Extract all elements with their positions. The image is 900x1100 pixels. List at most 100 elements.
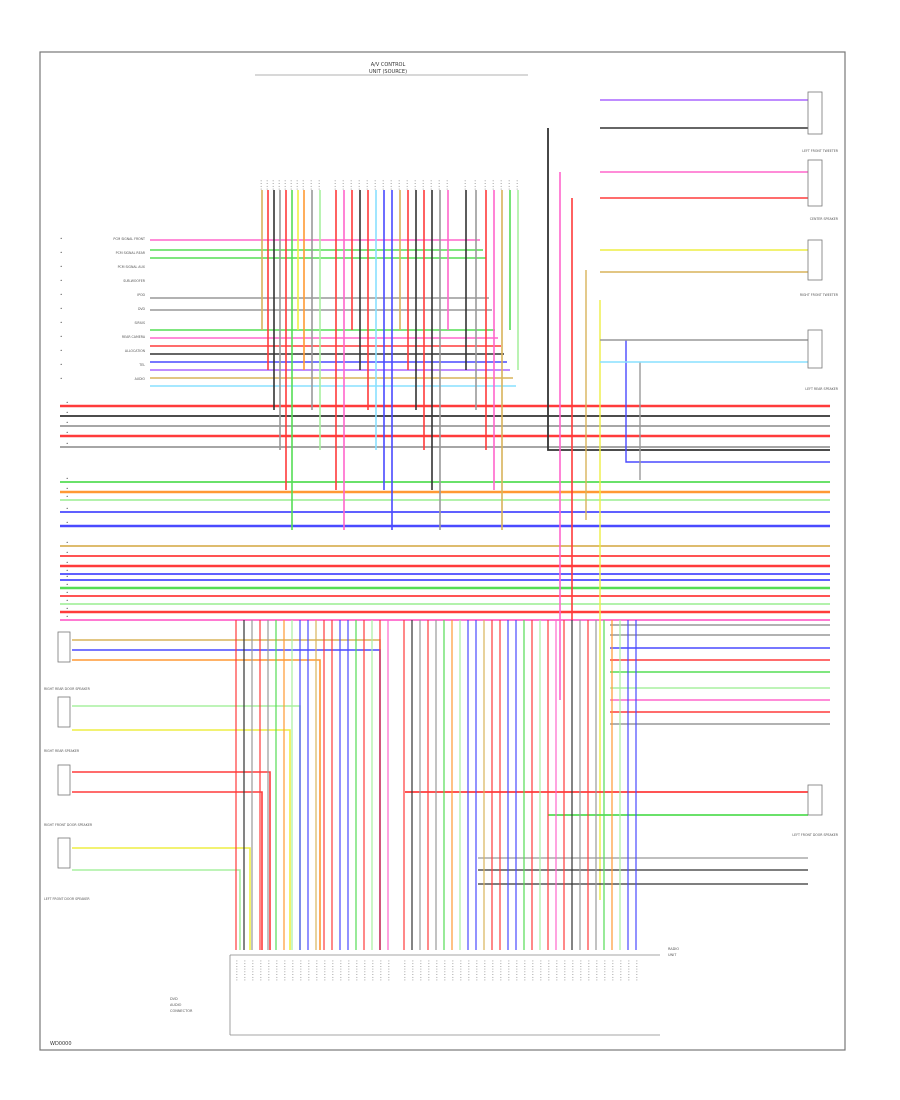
pin-label: • • • • • • • •: [427, 960, 431, 981]
diagram-border: [39, 51, 846, 1051]
pin-dot: •: [66, 430, 68, 435]
pin-label: • • • • • • • •: [283, 960, 287, 981]
pin-label: • • • • • • • •: [275, 960, 279, 981]
pin-label: • • • •: [365, 180, 369, 190]
pin-label: • • • •: [507, 180, 511, 190]
pin-label: • • • •: [429, 180, 433, 190]
pin-label: • • • •: [473, 180, 477, 190]
pin-label: • • • • • • • •: [539, 960, 543, 981]
pin-label: • • • •: [265, 180, 269, 190]
left-block-label: •: [60, 250, 62, 255]
wire-group: [60, 74, 830, 1036]
pin-label: • • • • • • • •: [571, 960, 575, 981]
pin-label: • • • • • • • •: [491, 960, 495, 981]
left-block-name: SIRIUS: [135, 321, 145, 325]
pin-label: • • • •: [491, 180, 495, 190]
pin-label: • • • • • • • •: [243, 960, 247, 981]
pin-label: • • • •: [413, 180, 417, 190]
pin-label: • • • • • • • •: [411, 960, 415, 981]
connector-caption: UNIT: [668, 953, 677, 957]
pin-label: • • • • • • • •: [315, 960, 319, 981]
left-block-label: •: [60, 334, 62, 339]
pin-label: • • • • • • • •: [299, 960, 303, 981]
pin-label: • • • • • • • •: [475, 960, 479, 981]
pin-label: • • • • • • • •: [459, 960, 463, 981]
left-block-label: •: [60, 376, 62, 381]
pin-label: • • • • • • • •: [515, 960, 519, 981]
left-block-name: SUB-WOOFER: [123, 279, 146, 283]
left-block-label: •: [60, 278, 62, 283]
pin-label: • • • •: [405, 180, 409, 190]
left-block-name: AUDIO: [135, 377, 146, 381]
pin-label: • • • • • • • •: [291, 960, 295, 981]
pin-label: • • • • • • • •: [347, 960, 351, 981]
left-block-label: •: [60, 264, 62, 269]
pin-dot: •: [66, 506, 68, 511]
right-connector: [807, 329, 823, 369]
pin-label: • • • • • • • •: [331, 960, 335, 981]
pin-dot: •: [66, 420, 68, 425]
left-block-label: •: [60, 306, 62, 311]
pin-label: • • • • • • • •: [499, 960, 503, 981]
pin-label: • • • • • • • •: [595, 960, 599, 981]
connector-group: [57, 91, 823, 869]
left-block-name: PCM SIGNAL AUX: [118, 265, 146, 269]
pin-label: • • • • • • • •: [523, 960, 527, 981]
pin-label: • • • • • • • •: [379, 960, 383, 981]
left-connector: [57, 764, 71, 796]
pin-label: • • • • • • • •: [555, 960, 559, 981]
left-block-label: •: [60, 236, 62, 241]
speaker-wire: [72, 729, 291, 950]
speaker-wire: [72, 869, 241, 950]
pin-label: • • • •: [333, 180, 337, 190]
pin-label: • • • • • • • •: [363, 960, 367, 981]
pin-label: • • • • • • • •: [531, 960, 535, 981]
pin-dot: •: [66, 590, 68, 595]
pin-label: • • • • • • • •: [507, 960, 511, 981]
pin-dot: •: [66, 476, 68, 481]
pin-label: • • • •: [309, 180, 313, 190]
pin-label: • • • •: [483, 180, 487, 190]
pin-label: • • • • • • • •: [467, 960, 471, 981]
right-connector: [807, 239, 823, 281]
right-connector-label: CENTER SPEAKER: [810, 217, 839, 221]
pin-label: • • • • • • • •: [563, 960, 567, 981]
pin-label: • • • •: [389, 180, 393, 190]
speaker-wire: [72, 659, 321, 950]
pin-label: • • • • • • • •: [251, 960, 255, 981]
right-connector-label: LEFT FRONT TWEETER: [802, 149, 839, 153]
pin-label: • • • •: [445, 180, 449, 190]
pin-dot: •: [66, 568, 68, 573]
pin-label: • • • • • • • •: [323, 960, 327, 981]
pin-label: • • • • • • • •: [619, 960, 623, 981]
left-block-label: •: [60, 362, 62, 367]
pin-label: • • • •: [341, 180, 345, 190]
pin-label: • • • • • • • •: [635, 960, 639, 981]
pin-label: • • • •: [463, 180, 467, 190]
pin-dot: •: [66, 582, 68, 587]
pin-label: • • • • • • • •: [587, 960, 591, 981]
pin-label: • • • •: [277, 180, 281, 190]
pin-label: • • • • • • • •: [371, 960, 375, 981]
pin-label: • • • •: [397, 180, 401, 190]
unit-title: A/V CONTROL: [371, 62, 406, 68]
connector-caption: DVD: [170, 997, 178, 1001]
pin-label: • • • •: [317, 180, 321, 190]
right-connector-label: LEFT REAR SPEAKER: [805, 387, 838, 391]
pin-dot: •: [66, 520, 68, 525]
pin-label: • • • • • • • •: [355, 960, 359, 981]
speaker-wire: [72, 771, 271, 950]
left-connector: [57, 837, 71, 869]
pin-label: • • • •: [301, 180, 305, 190]
footer-code: WD0000: [50, 1041, 72, 1047]
pin-dot: •: [66, 494, 68, 499]
pin-dot: •: [66, 560, 68, 565]
pin-dot: •: [66, 441, 68, 446]
left-block-name: TEL: [138, 363, 145, 367]
left-block-name: DVD: [138, 307, 146, 311]
pin-label: • • • • • • • •: [483, 960, 487, 981]
pin-label: • • • • • • • •: [451, 960, 455, 981]
route-wire: [547, 128, 830, 451]
left-connector-label: RIGHT FRONT DOOR SPEAKER: [44, 823, 93, 827]
